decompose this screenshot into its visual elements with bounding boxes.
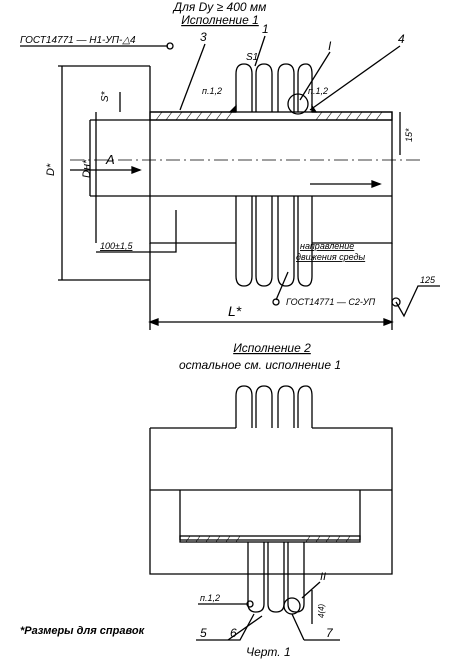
p12-right: п.1,2 [308, 86, 328, 96]
detail-II-circle [283, 597, 301, 615]
callout-3: 3 [200, 30, 207, 44]
bottom-bellows-bottom [247, 542, 305, 613]
gost-weld-top: ГОСТ14771 — Н1-УП-△4 [20, 35, 136, 46]
figure-label: Черт. 1 [246, 645, 291, 659]
dim-100: 100±1,5 [100, 241, 133, 251]
leader-4 [309, 45, 401, 111]
side-dim: 4(4) [317, 603, 326, 618]
dim-100-leader [96, 210, 177, 253]
header-line1: Для Dу ≥ 400 мм [172, 0, 267, 14]
flow-line2: движения среды [296, 252, 366, 262]
d-inner-label: Dн* [81, 159, 93, 178]
bottom-drawing [149, 385, 393, 641]
callout-II: II [320, 571, 326, 583]
bottom-title: Исполнение 2 [233, 341, 311, 355]
bottom-bellows-top [235, 385, 313, 428]
bellows-top [235, 63, 313, 112]
p12-left: п.1,2 [202, 86, 222, 96]
bottom-leader-7 [291, 613, 340, 641]
view-arrow-head [131, 166, 142, 174]
footnote: *Размеры для справок [20, 625, 146, 637]
callout-1: 1 [262, 22, 269, 36]
bottom-p12: п.1,2 [200, 593, 220, 603]
callout-6: 6 [230, 626, 237, 640]
length-dimension [149, 243, 393, 330]
leader-gost-bottom [275, 271, 289, 301]
callout-I: I [328, 39, 332, 53]
bottom-leader-5 [196, 613, 255, 641]
roughness-value: 125 [420, 275, 436, 285]
callout-7: 7 [326, 626, 334, 640]
bottom-inner-liner [150, 489, 392, 541]
d-outer-dimension [58, 65, 150, 281]
top-drawing [20, 35, 440, 330]
flow-arrow-head [371, 180, 382, 188]
callout-4: 4 [398, 32, 405, 46]
s1-label: S1 [246, 52, 258, 63]
s-label: S* [100, 90, 111, 102]
bottom-subtitle: остальное см. исполнение 1 [179, 358, 341, 372]
detail-I-circle [287, 93, 309, 115]
left-flange [89, 119, 150, 197]
roughness-sign [395, 285, 440, 318]
bottom-body-outline [149, 427, 393, 575]
callout-5: 5 [200, 626, 207, 640]
d-outer-label: D* [45, 163, 57, 176]
pipe-wall-hatch [149, 111, 393, 121]
header-line2: Исполнение 1 [181, 13, 259, 27]
gost-weld-bottom: ГОСТ14771 — С2-УП [286, 297, 376, 307]
dim-15: 15* [404, 128, 414, 142]
bottom-leader-II [301, 581, 321, 599]
length-label: L* [228, 303, 242, 319]
bellows-bottom [235, 196, 313, 287]
flow-line1: направление [300, 241, 354, 251]
bottom-leader-6 [227, 615, 263, 641]
leader-I [299, 51, 331, 101]
leader-1 [254, 35, 266, 67]
view-label: A [105, 152, 115, 167]
leader-3 [179, 43, 206, 111]
